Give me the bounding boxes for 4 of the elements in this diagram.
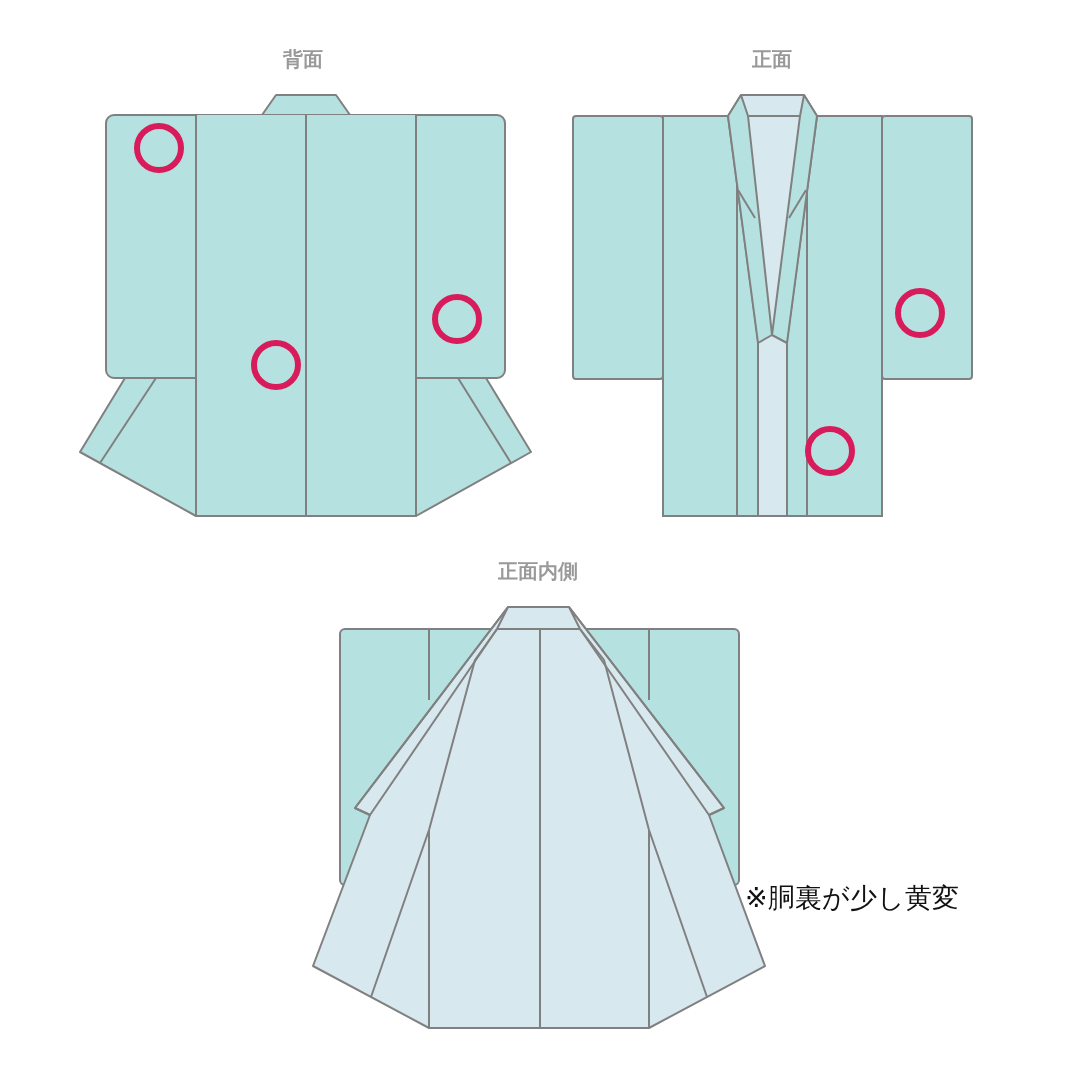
view-heading: 正面 [752,46,792,73]
note-text: ※胴裏が少し黄変 [745,881,959,915]
view-heading: 背面 [283,46,323,73]
view-heading: 正面内側 [498,558,578,585]
